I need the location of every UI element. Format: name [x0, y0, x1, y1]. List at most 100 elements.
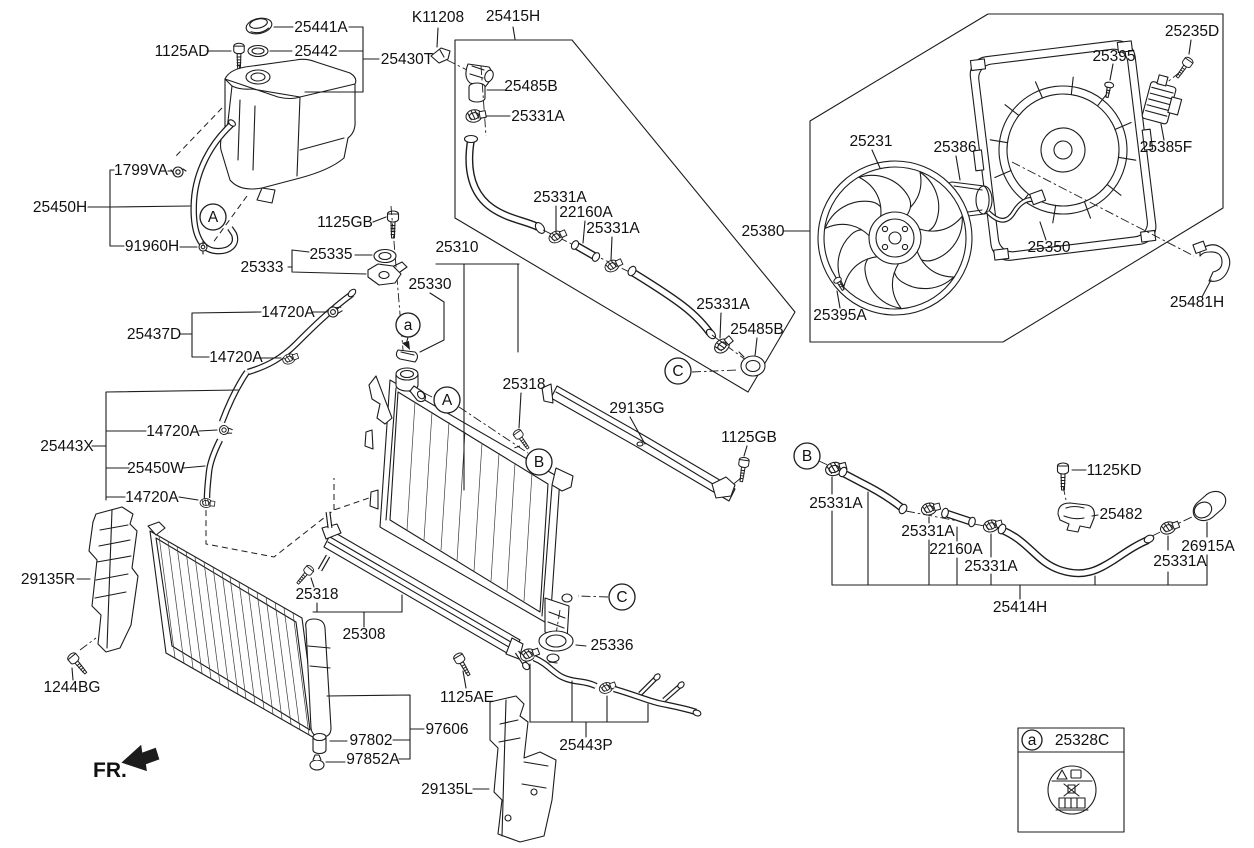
fan-shroud-part — [969, 40, 1157, 261]
label-clip-2: 14720A — [209, 349, 263, 366]
label-clip-overflow: 91960H — [125, 238, 179, 255]
caution-label-icon — [1047, 765, 1097, 815]
label-reservoir-cap: 25441A — [294, 19, 348, 36]
clip-91960h-part — [198, 240, 208, 255]
reservoir-tank-part — [219, 58, 357, 204]
aux-filler-cap-part — [395, 349, 419, 363]
callout-B2-letter: B — [802, 448, 812, 465]
label-screw-25395: 25395 — [1092, 48, 1135, 65]
callout-B2-circle — [793, 442, 821, 470]
pipe-joint-part — [570, 240, 580, 250]
label-shroud: 25350 — [1027, 239, 1070, 256]
label-pipe-joint-2: 22160A — [929, 541, 983, 558]
label-clamp-5: 25331A — [809, 495, 863, 512]
callout-A1-circle — [199, 203, 227, 231]
label-guard-right: 29135R — [21, 571, 75, 588]
label-wiring-clip: 25481H — [1170, 294, 1224, 311]
lower-tube-assembly — [451, 645, 702, 717]
label-grommet: 1799VA — [114, 162, 169, 179]
label-radiator: 25310 — [435, 239, 478, 256]
insulator-part — [373, 248, 397, 264]
label-bolt-25235d: 25235D — [1165, 23, 1219, 40]
callout-C1-circle — [664, 357, 692, 385]
air-duct-support-assembly — [541, 383, 751, 502]
label-clip-1: 14720A — [261, 304, 315, 321]
label-sub-radiator: 25308 — [342, 626, 385, 643]
bolt-1244bg-part — [65, 650, 91, 677]
label-clamp-6: 25331A — [901, 523, 955, 540]
label-drain-plug: 25336 — [590, 637, 633, 654]
label-guard-left: 29135L — [421, 781, 473, 798]
legend-callout-circle — [1021, 729, 1043, 751]
label-clip-4: 14720A — [125, 489, 179, 506]
label-clamp-3: 25331A — [586, 220, 640, 237]
clamp-part — [602, 256, 625, 275]
label-bracket: 25333 — [240, 259, 283, 276]
label-pipe-joint-1: 22160A — [559, 204, 613, 221]
bolt-25318b-part — [293, 563, 316, 587]
cooling-fan-assembly — [809, 13, 1231, 343]
label-support: 29135G — [609, 400, 664, 417]
label-overflow-hose: 25450H — [33, 199, 87, 216]
overflow-hose-assembly — [170, 119, 239, 255]
filler-neck-part — [395, 367, 426, 403]
label-bolt-1125ad: 1125AD — [155, 43, 210, 60]
radiator-assembly — [364, 349, 609, 664]
part-labels: 25441A 1125AD 25442 25430T K11208 25415H… — [21, 8, 1236, 798]
callout-B1-circle — [525, 448, 553, 476]
sub-radiator-assembly — [293, 511, 530, 671]
label-bolt-1125kd: 1125KD — [1087, 462, 1142, 479]
label-lower-hose: 25414H — [993, 599, 1047, 616]
label-mounting-clamp: 25482 — [1099, 506, 1142, 523]
label-insulator: 25335 — [309, 246, 352, 263]
front-label: FR. — [93, 759, 127, 782]
lower-elbow-fitting-part — [738, 351, 766, 377]
drier-cap-part — [309, 754, 325, 771]
label-condenser: 97606 — [425, 721, 468, 738]
callout-markers: a A A B B C C — [199, 203, 821, 611]
reservoir-bracket-assembly — [367, 205, 408, 363]
aux-tube-assembly — [199, 288, 357, 509]
label-clamp-2: 25331A — [533, 189, 587, 206]
front-direction-marker: FR. — [93, 744, 160, 782]
label-thermostat-fitting: 26915A — [1181, 538, 1235, 555]
clamp-tube-part — [199, 497, 216, 509]
grommet-1799va-part — [170, 166, 187, 178]
bolt-25235d-part — [1172, 55, 1195, 81]
label-drier: 97802 — [349, 732, 392, 749]
clamp-part — [1158, 518, 1182, 537]
label-resistor: 25385F — [1140, 139, 1193, 156]
label-bolt-25318-2: 25318 — [295, 586, 338, 603]
pipe-joint-part — [941, 507, 949, 519]
callout-C2-letter: C — [616, 589, 627, 606]
label-screw-25395a: 25395A — [813, 307, 867, 324]
leader-lines — [71, 26, 1212, 790]
drain-plug-part — [538, 609, 574, 664]
legend-callout-letter: a — [1028, 732, 1037, 749]
label-fan: 25231 — [849, 133, 892, 150]
label-clamp-1: 25331A — [511, 108, 565, 125]
callout-A2-letter: A — [442, 392, 453, 409]
lower-hose-assembly — [818, 458, 1227, 578]
bracket-25333-part — [367, 261, 408, 286]
clamp-part — [597, 679, 618, 696]
label-lower-tubes: 25443P — [559, 737, 612, 754]
label-bolt-1125gb-2: 1125GB — [721, 429, 777, 446]
callout-A2-circle — [433, 386, 461, 414]
label-bolt-1244bg: 1244BG — [44, 679, 101, 696]
cap-seal-part — [247, 44, 269, 58]
label-bolt-25318-1: 25318 — [502, 376, 545, 393]
label-clamp-4: 25331A — [696, 296, 750, 313]
label-aux-cap: 25330 — [408, 276, 451, 293]
mounting-clamp-part — [1057, 502, 1095, 533]
label-bolt-1125ae: 1125AE — [440, 689, 494, 706]
label-bolt-1125gb-1: 1125GB — [317, 214, 373, 231]
front-arrow-icon — [121, 744, 160, 772]
hose-clip-k11208-part — [430, 47, 451, 64]
elbow-fitting-part — [465, 63, 494, 103]
legend-box: a 25328C — [1017, 727, 1125, 833]
clip-tube-part — [218, 424, 234, 437]
fan-blade-part — [817, 160, 975, 317]
callout-B1-letter: B — [534, 454, 544, 471]
